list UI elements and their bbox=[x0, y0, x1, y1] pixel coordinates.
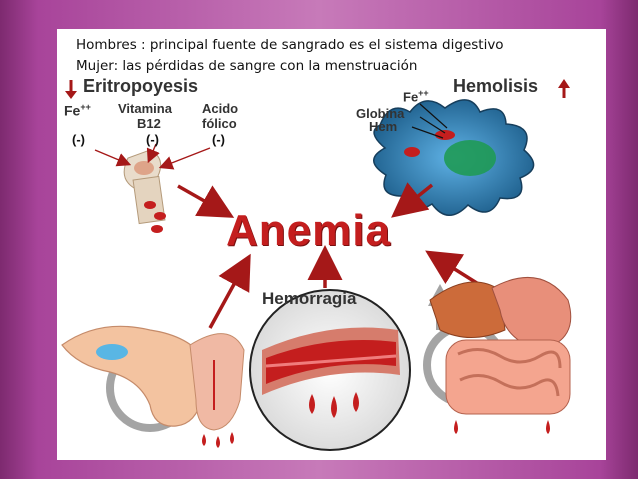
caption-women: Mujer: las pérdidas de sangre con la men… bbox=[76, 58, 418, 74]
hemorrhage-label: Hemorragia bbox=[262, 289, 357, 308]
eritropoyesis-title: Eritropoyesis bbox=[83, 76, 199, 96]
inhibit-iron: (-) bbox=[72, 132, 85, 147]
increase-arrow-icon bbox=[558, 79, 570, 98]
blood-drops-icon bbox=[202, 432, 234, 448]
digestive-system-illustration bbox=[429, 276, 572, 415]
acid-label: Acido bbox=[202, 101, 239, 116]
vitamin-label: Vitamina bbox=[118, 101, 172, 116]
hemolysis-iron-label: Fe++ bbox=[403, 88, 429, 105]
blood-vessel-illustration bbox=[249, 289, 411, 451]
inhibit-b12: (-) bbox=[146, 132, 159, 147]
iron-label: Fe++ bbox=[64, 102, 91, 119]
anemia-title: Anemia bbox=[226, 206, 391, 255]
heme-label: Hem bbox=[369, 119, 398, 134]
bone-illustration bbox=[123, 149, 166, 225]
globin-label: Globina bbox=[356, 106, 405, 121]
uterus-illustration bbox=[61, 325, 245, 431]
caption-men: Hombres : principal fuente de sangrado e… bbox=[76, 37, 504, 53]
decrease-arrow-icon bbox=[65, 80, 77, 99]
b12-label: B12 bbox=[137, 116, 161, 131]
hemolisis-title: Hemolisis bbox=[453, 76, 539, 96]
red-cells-icon bbox=[144, 201, 166, 233]
blood-drops-icon bbox=[454, 420, 550, 434]
inhibit-folic: (-) bbox=[212, 132, 225, 147]
folic-label: fólico bbox=[202, 116, 237, 131]
